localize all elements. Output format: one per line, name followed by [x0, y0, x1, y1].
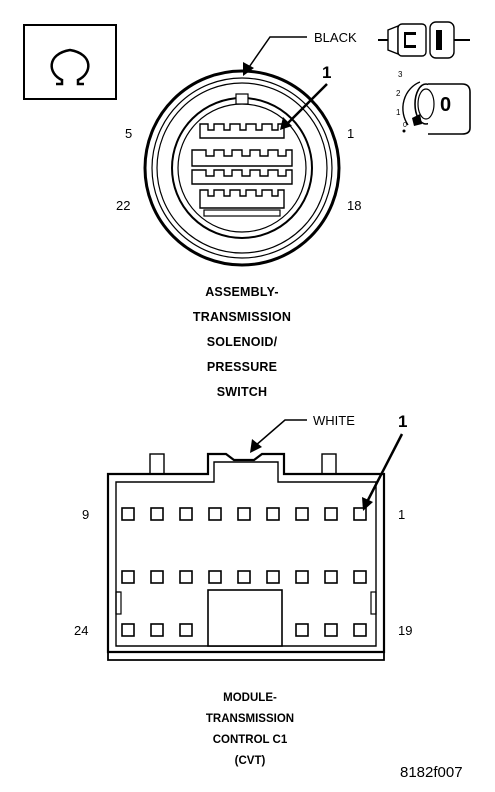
- connector-1-title-line: PRESSURE: [206, 360, 278, 374]
- key-position-0: 0: [403, 122, 407, 129]
- connector-2-title-line: (CVT): [234, 755, 266, 767]
- pin-label-1-top: 1: [347, 126, 355, 141]
- callout-number-1-bottom: 1: [398, 412, 408, 431]
- pin-label-9: 9: [82, 507, 90, 522]
- key-position-2: 2: [396, 89, 401, 98]
- pin-label-18: 18: [347, 198, 362, 213]
- connector-2-title-line: CONTROL C1: [212, 734, 288, 746]
- pin-label-22: 22: [116, 198, 131, 213]
- round-connector-housing: [143, 69, 341, 267]
- connector-plug-icon: [378, 21, 470, 59]
- key-position-1: 1: [396, 108, 401, 117]
- connector-2-title: MODULE- TRANSMISSION CONTROL C1 (CVT): [150, 688, 350, 772]
- black-label-leader: [243, 36, 307, 76]
- callout-arrow-2: [362, 433, 404, 511]
- connector-color-label-white: WHITE: [313, 413, 355, 428]
- connector-color-label-black: BLACK: [314, 30, 357, 45]
- ignition-key-icon: [402, 81, 471, 135]
- key-position-3: 3: [398, 70, 403, 79]
- white-label-leader: [250, 419, 307, 453]
- rectangular-connector-housing: [106, 452, 386, 661]
- connector-2-title-line: TRANSMISSION: [205, 713, 295, 725]
- omega-icon: [23, 24, 117, 100]
- figure-code: 8182f007: [400, 764, 463, 781]
- callout-arrow-1: [280, 83, 328, 130]
- connector-2-title-line: MODULE-: [223, 692, 277, 704]
- key-label: 0: [440, 94, 452, 116]
- pin-label-24: 24: [74, 623, 89, 638]
- connector-1-title-line: TRANSMISSION: [192, 310, 292, 324]
- connector-1-title-line: SWITCH: [216, 385, 268, 399]
- rectangular-connector-cavities: [121, 507, 367, 637]
- connector-1-title-line: SOLENOID/: [206, 335, 278, 349]
- pin-label-1-bottom: 1: [398, 507, 406, 522]
- pin-label-5: 5: [125, 126, 133, 141]
- connector-1-title: ASSEMBLY- TRANSMISSION SOLENOID/ PRESSUR…: [140, 280, 344, 405]
- callout-number-1-top: 1: [322, 63, 332, 82]
- round-connector-pin-rows: [191, 123, 293, 217]
- connector-1-title-line: ASSEMBLY-: [205, 285, 279, 299]
- pin-label-19: 19: [398, 623, 413, 638]
